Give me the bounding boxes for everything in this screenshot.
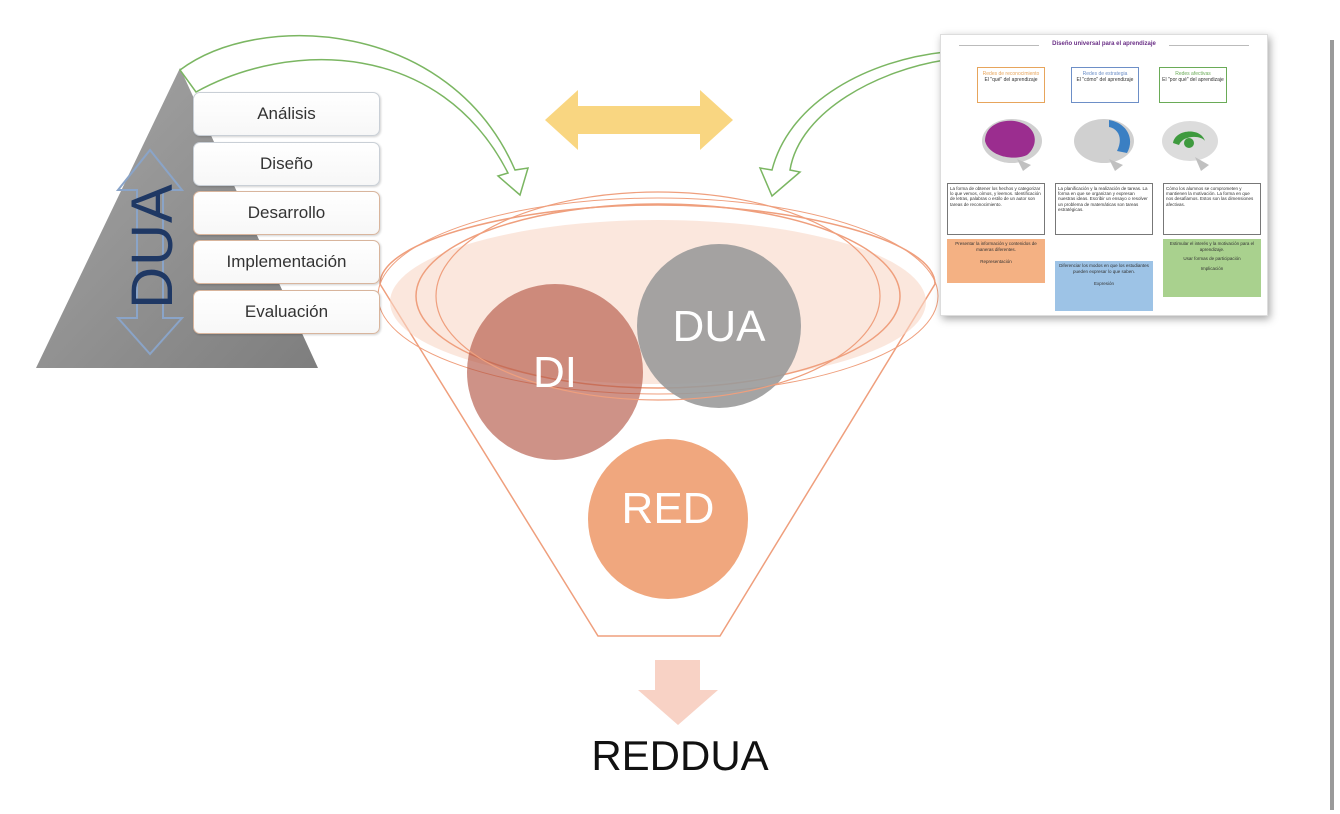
- infographic-title: Diseño universal para el aprendizaje: [1052, 41, 1156, 47]
- brain-affective-icon: [1162, 121, 1218, 171]
- network-strategic-name: Redes de estrategia: [1082, 71, 1128, 77]
- network-strategic-subtitle: El "cómo" del aprendizaje: [1076, 77, 1134, 83]
- principle-expression-label: Expresión: [1093, 280, 1114, 286]
- circle-di-label: DI: [533, 348, 577, 397]
- circle-red-label: RED: [621, 484, 715, 533]
- principle-engagement-extra: Usar formas de participación: [1183, 255, 1241, 261]
- curved-arrow-left-icon: [178, 34, 530, 197]
- phase-evaluacion: Evaluación: [193, 290, 380, 334]
- curved-arrow-right-icon: [758, 51, 946, 198]
- page-edge-bar: [1330, 40, 1334, 810]
- description-affective: Cómo los alumnos se comprometen y mantie…: [1163, 183, 1261, 235]
- network-affective-subtitle: El "por qué" del aprendizaje: [1162, 77, 1224, 83]
- dua-vertical-label: DUA: [119, 183, 185, 309]
- principle-representation-text: Presentar la información y contenidos de…: [955, 241, 1037, 252]
- horizontal-double-arrow-icon: [545, 90, 733, 150]
- principle-expression-text: Diferenciar los modos en que los estudia…: [1059, 263, 1149, 274]
- description-strategic: La planificación y la realización de tar…: [1055, 183, 1153, 235]
- funnel-rim-front: [435, 191, 881, 401]
- principle-engagement: Estimular el interés y la motivación par…: [1163, 239, 1261, 297]
- circle-dua: [637, 244, 801, 408]
- brain-strategic-icon: [1074, 119, 1134, 171]
- funnel-rim-inner: [415, 203, 901, 389]
- phase-analisis: Análisis: [193, 92, 380, 136]
- phase-diseno: Diseño: [193, 142, 380, 186]
- principle-representation-label: Representación: [980, 258, 1012, 264]
- phase-desarrollo: Desarrollo: [193, 191, 380, 235]
- circle-di: [467, 284, 643, 460]
- principle-engagement-text: Estimular el interés y la motivación par…: [1169, 241, 1255, 252]
- brain-recognition-icon: [982, 119, 1042, 171]
- network-strategic: Redes de estrategia El "cómo" del aprend…: [1071, 67, 1139, 103]
- network-recognition-name: Redes de reconocimiento: [982, 71, 1040, 77]
- phase-implementacion: Implementación: [193, 240, 380, 284]
- principle-representation: Presentar la información y contenidos de…: [947, 239, 1045, 283]
- network-recognition: Redes de reconocimiento El "qué" del apr…: [977, 67, 1045, 103]
- title-rule-left: [959, 45, 1039, 46]
- principle-expression: Diferenciar los modos en que los estudia…: [1055, 261, 1153, 311]
- network-affective-name: Redes afectivas: [1175, 71, 1211, 77]
- description-recognition: La forma de obtener los hechos y categor…: [947, 183, 1045, 235]
- title-rule-right: [1169, 45, 1249, 46]
- principle-engagement-label: Implicación: [1200, 265, 1224, 271]
- vertical-double-arrow-icon: [115, 148, 185, 356]
- circle-dua-label: DUA: [672, 302, 766, 351]
- network-affective: Redes afectivas El "por qué" del aprendi…: [1159, 67, 1227, 103]
- udl-infographic-thumbnail: Diseño universal para el aprendizaje Red…: [940, 34, 1268, 316]
- result-label: REDDUA: [591, 732, 769, 779]
- network-recognition-subtitle: El "qué" del aprendizaje: [984, 77, 1038, 83]
- circle-red: [588, 439, 748, 599]
- down-arrow-icon: [638, 660, 718, 725]
